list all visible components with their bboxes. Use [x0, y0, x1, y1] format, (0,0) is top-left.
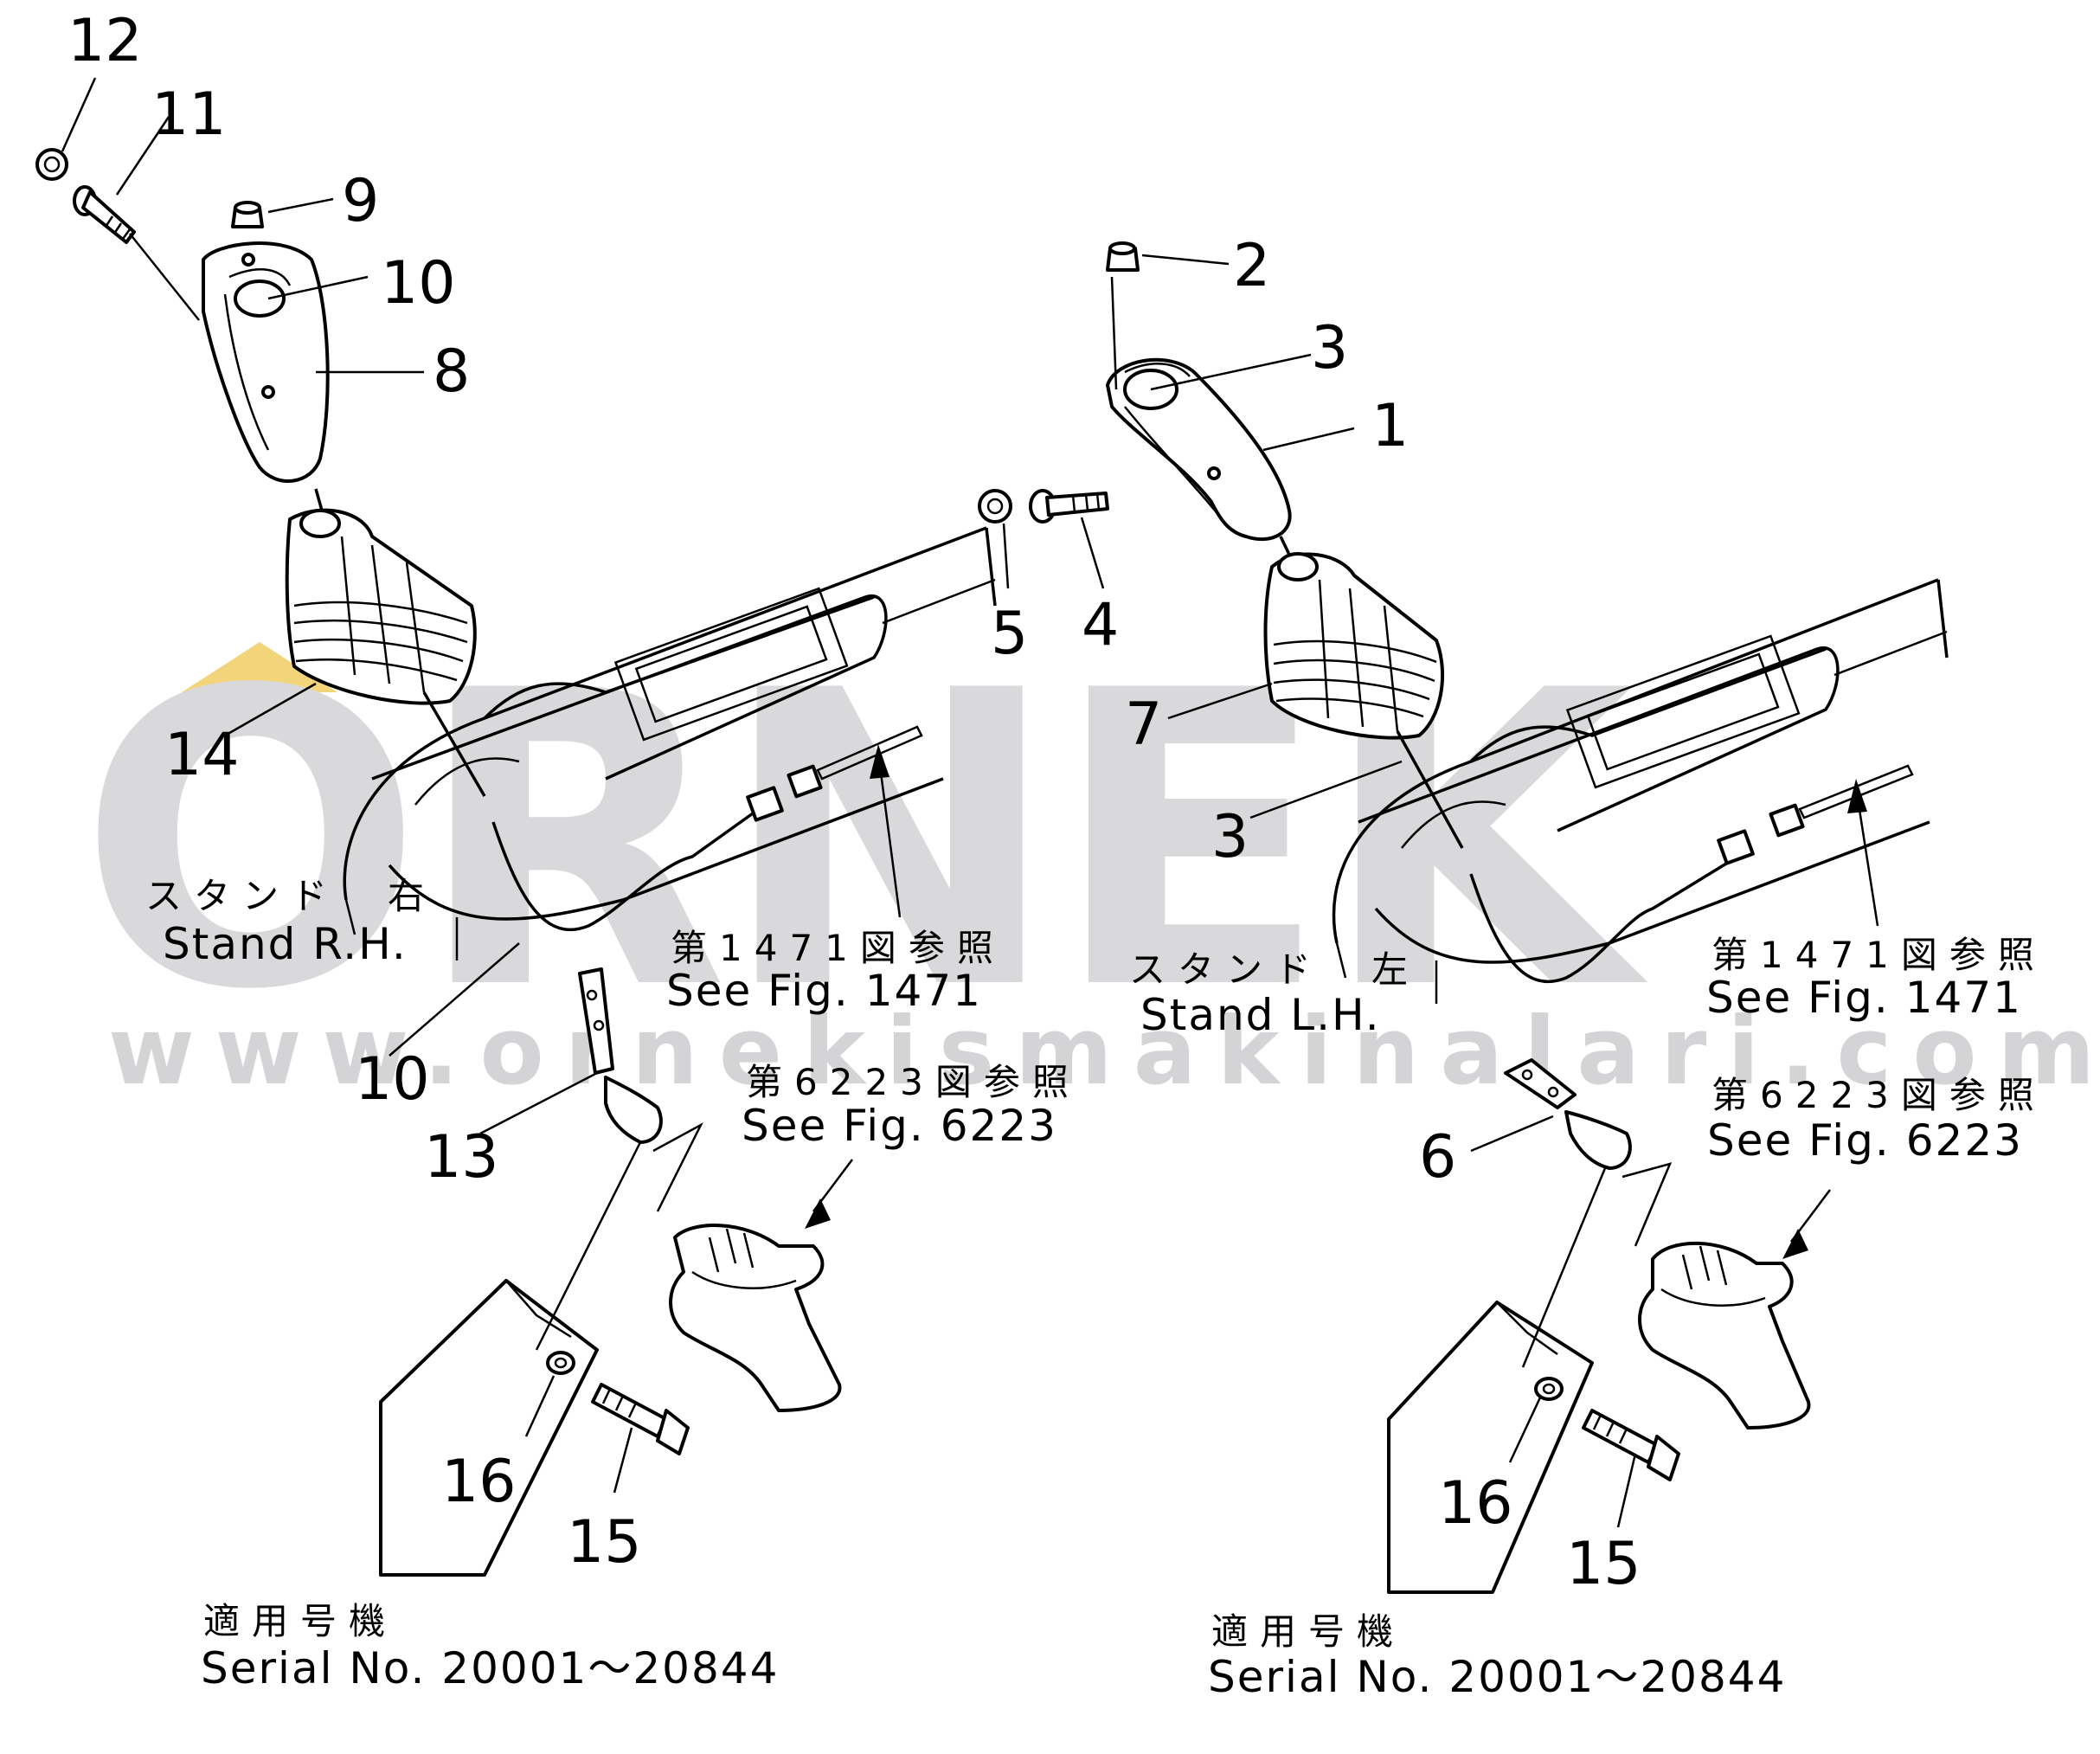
pivot-guides-lh	[1521, 1162, 1673, 1368]
ref-1471-rh-jp: 第1471図参照	[671, 927, 1005, 969]
callout-4: 4	[1082, 591, 1119, 659]
callout-10-lower: 10	[355, 1045, 430, 1114]
bolt-4	[1029, 489, 1109, 524]
callout-16-lh: 16	[1438, 1469, 1513, 1538]
arrow-1471-rh	[870, 744, 889, 779]
cable-harness-10	[491, 725, 923, 932]
stand-lh-en: Stand L.H.	[1140, 990, 1381, 1040]
stand-rh-en: Stand R.H.	[163, 919, 408, 969]
pivot-guides-rh	[535, 1121, 703, 1351]
cap-9	[231, 201, 264, 228]
lever-rod-lower	[422, 691, 486, 797]
link-6	[1504, 1058, 1632, 1170]
boot-14	[285, 508, 477, 705]
washer-16-lh	[1534, 1377, 1564, 1401]
bolt-15-lh	[1582, 1409, 1680, 1481]
callout-11: 11	[151, 80, 227, 149]
bolt-11	[73, 185, 136, 244]
callout-8: 8	[433, 337, 470, 406]
ref-6223-lh-jp: 第6223図参照	[1711, 1074, 2046, 1116]
control-valve-rh	[669, 1224, 842, 1412]
callout-10-upper: 10	[381, 249, 456, 318]
ref-6223-rh-jp: 第6223図参照	[746, 1061, 1081, 1103]
assembly-left-hand: 2 3 1 5 4 7 3 6 16 15 スタンド 左 Stand L.H. …	[978, 232, 2046, 1702]
nut-12	[35, 148, 68, 181]
cap-2	[1106, 241, 1140, 272]
callout-5: 5	[991, 600, 1028, 668]
console-stand-rh	[343, 526, 997, 935]
ref-6223-rh-en: See Fig. 6223	[742, 1101, 1057, 1151]
bracket-plate-rh	[379, 1279, 599, 1577]
stand-lh-jp: スタンド 左	[1129, 948, 1420, 991]
console-stand-lh	[1332, 578, 1949, 979]
arrow-6223-lh	[1782, 1229, 1808, 1259]
callout-15-rh: 15	[567, 1508, 642, 1577]
callout-2: 2	[1233, 232, 1270, 300]
assembly-right-hand: 12 11 9 10 8 14 10 13 16 15 スタンド 右 Stand…	[35, 7, 1081, 1693]
lever-rod-lower-lh	[1396, 730, 1464, 849]
callout-15-lh: 15	[1566, 1530, 1641, 1598]
callout-3-lower: 3	[1211, 803, 1249, 871]
callout-1: 1	[1371, 392, 1409, 460]
serial-lh-jp: 適用号機	[1211, 1610, 1405, 1653]
boot-7	[1263, 552, 1445, 740]
ref-1471-lh-en: See Fig. 1471	[1706, 973, 2022, 1023]
watermark-accent-triangle	[182, 642, 337, 692]
washer-16-rh	[546, 1351, 575, 1375]
ref-1471-lh-jp: 第1471図参照	[1711, 934, 2046, 976]
callout-7: 7	[1125, 691, 1162, 759]
callout-3-upper: 3	[1311, 314, 1348, 382]
watermark-url: www.ornekismakinalari.com.tr	[108, 998, 2100, 1106]
callout-9: 9	[342, 167, 379, 235]
lever-knob-1	[1106, 357, 1292, 542]
arrow-6223-rh	[805, 1198, 831, 1229]
serial-rh-jp: 適用号機	[203, 1600, 397, 1642]
callout-12: 12	[67, 7, 143, 75]
link-13	[578, 967, 663, 1144]
ref-6223-lh-en: See Fig. 6223	[1707, 1115, 2023, 1166]
lever-knob-8	[202, 241, 330, 483]
callout-16-rh: 16	[441, 1448, 517, 1516]
ref-1471-rh-en: See Fig. 1471	[666, 966, 982, 1016]
callout-13: 13	[424, 1123, 499, 1192]
arrow-1471-lh	[1847, 779, 1867, 813]
leaders-lh	[1002, 254, 1879, 1528]
serial-lh-en: Serial No. 20001～20844	[1208, 1652, 1786, 1702]
leaders-rh	[61, 77, 902, 1494]
callout-14: 14	[164, 721, 240, 789]
bracket-plate-lh	[1387, 1301, 1594, 1594]
nut-5	[978, 489, 1012, 524]
cable-harness-lh	[1469, 764, 1914, 984]
lever-rod-upper	[314, 488, 324, 511]
control-valve-lh	[1638, 1241, 1811, 1430]
callout-6: 6	[1419, 1123, 1456, 1192]
serial-rh-en: Serial No. 20001～20844	[201, 1643, 779, 1693]
stand-rh-jp: スタンド 右	[145, 875, 436, 917]
bolt-15-rh	[591, 1383, 690, 1455]
